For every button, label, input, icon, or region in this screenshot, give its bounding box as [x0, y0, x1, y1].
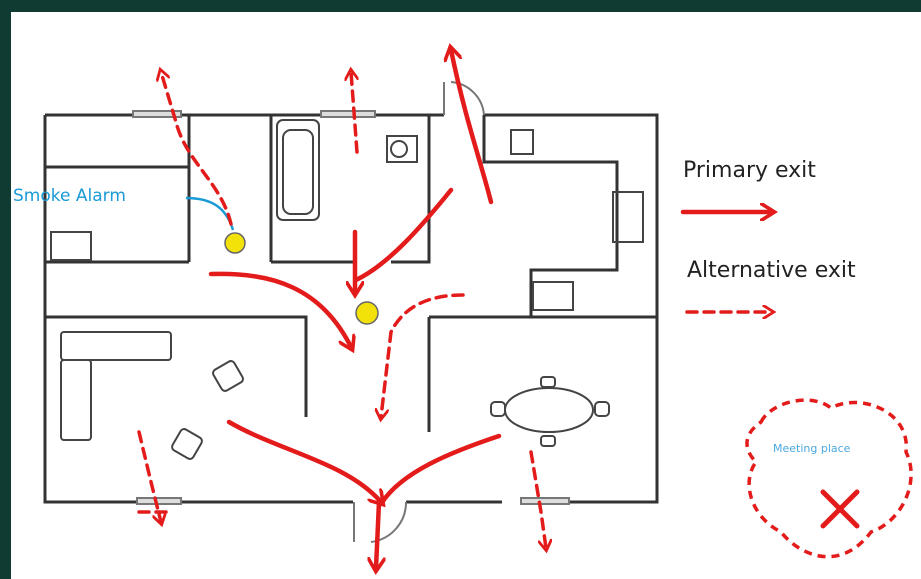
windows	[132, 81, 570, 543]
meeting-place-label: Meeting place	[773, 442, 851, 455]
smoke-alarm-label: Smoke Alarm	[13, 186, 126, 206]
toilet	[386, 135, 418, 163]
bathtub	[276, 119, 320, 221]
smoke-alarm-1	[224, 232, 246, 254]
legend-alternative-label: Alternative exit	[687, 258, 856, 283]
armchair-2	[171, 428, 203, 460]
house-walls	[43, 113, 659, 504]
alt-exit-bedroom	[161, 72, 233, 226]
window-top-left	[132, 110, 182, 118]
window-top-mid	[320, 110, 376, 118]
primary-exit-routes	[208, 50, 771, 568]
alt-exit-living-window	[137, 430, 161, 522]
alt-exit-kitchen	[381, 293, 465, 417]
bed	[50, 231, 92, 261]
alternative-exit-routes	[137, 72, 771, 548]
primary-exit-front	[376, 499, 379, 568]
floor-plan-frame: Primary exit Alternative exit Smoke Alar…	[11, 12, 921, 579]
furniture	[50, 119, 644, 460]
smoke-alarm-pointer	[185, 196, 235, 231]
floor-plan-diagram	[43, 12, 913, 579]
meeting-place-outline	[745, 398, 913, 559]
smoke-alarm-2	[355, 301, 379, 325]
interior-walls	[45, 115, 657, 432]
outer-wall	[43, 113, 659, 504]
meeting-place	[745, 398, 913, 559]
sink	[612, 191, 644, 243]
dining-table	[504, 387, 594, 433]
window-bottom-left	[136, 497, 182, 505]
primary-exit-back-door	[451, 50, 494, 205]
meeting-place-x	[820, 489, 860, 529]
primary-exit-hall	[208, 271, 351, 347]
legend-primary-label: Primary exit	[683, 158, 816, 183]
primary-exit-dining	[378, 433, 502, 507]
primary-exit-from-hall-right	[353, 187, 454, 283]
alt-exit-dining-window	[529, 450, 546, 548]
fridge	[510, 129, 534, 155]
primary-exit-living	[226, 419, 381, 502]
sofa	[60, 331, 172, 361]
stove	[532, 281, 574, 311]
alt-exit-bathroom-window	[351, 72, 359, 154]
window-bottom-right	[520, 497, 570, 505]
armchair-1	[212, 360, 244, 392]
